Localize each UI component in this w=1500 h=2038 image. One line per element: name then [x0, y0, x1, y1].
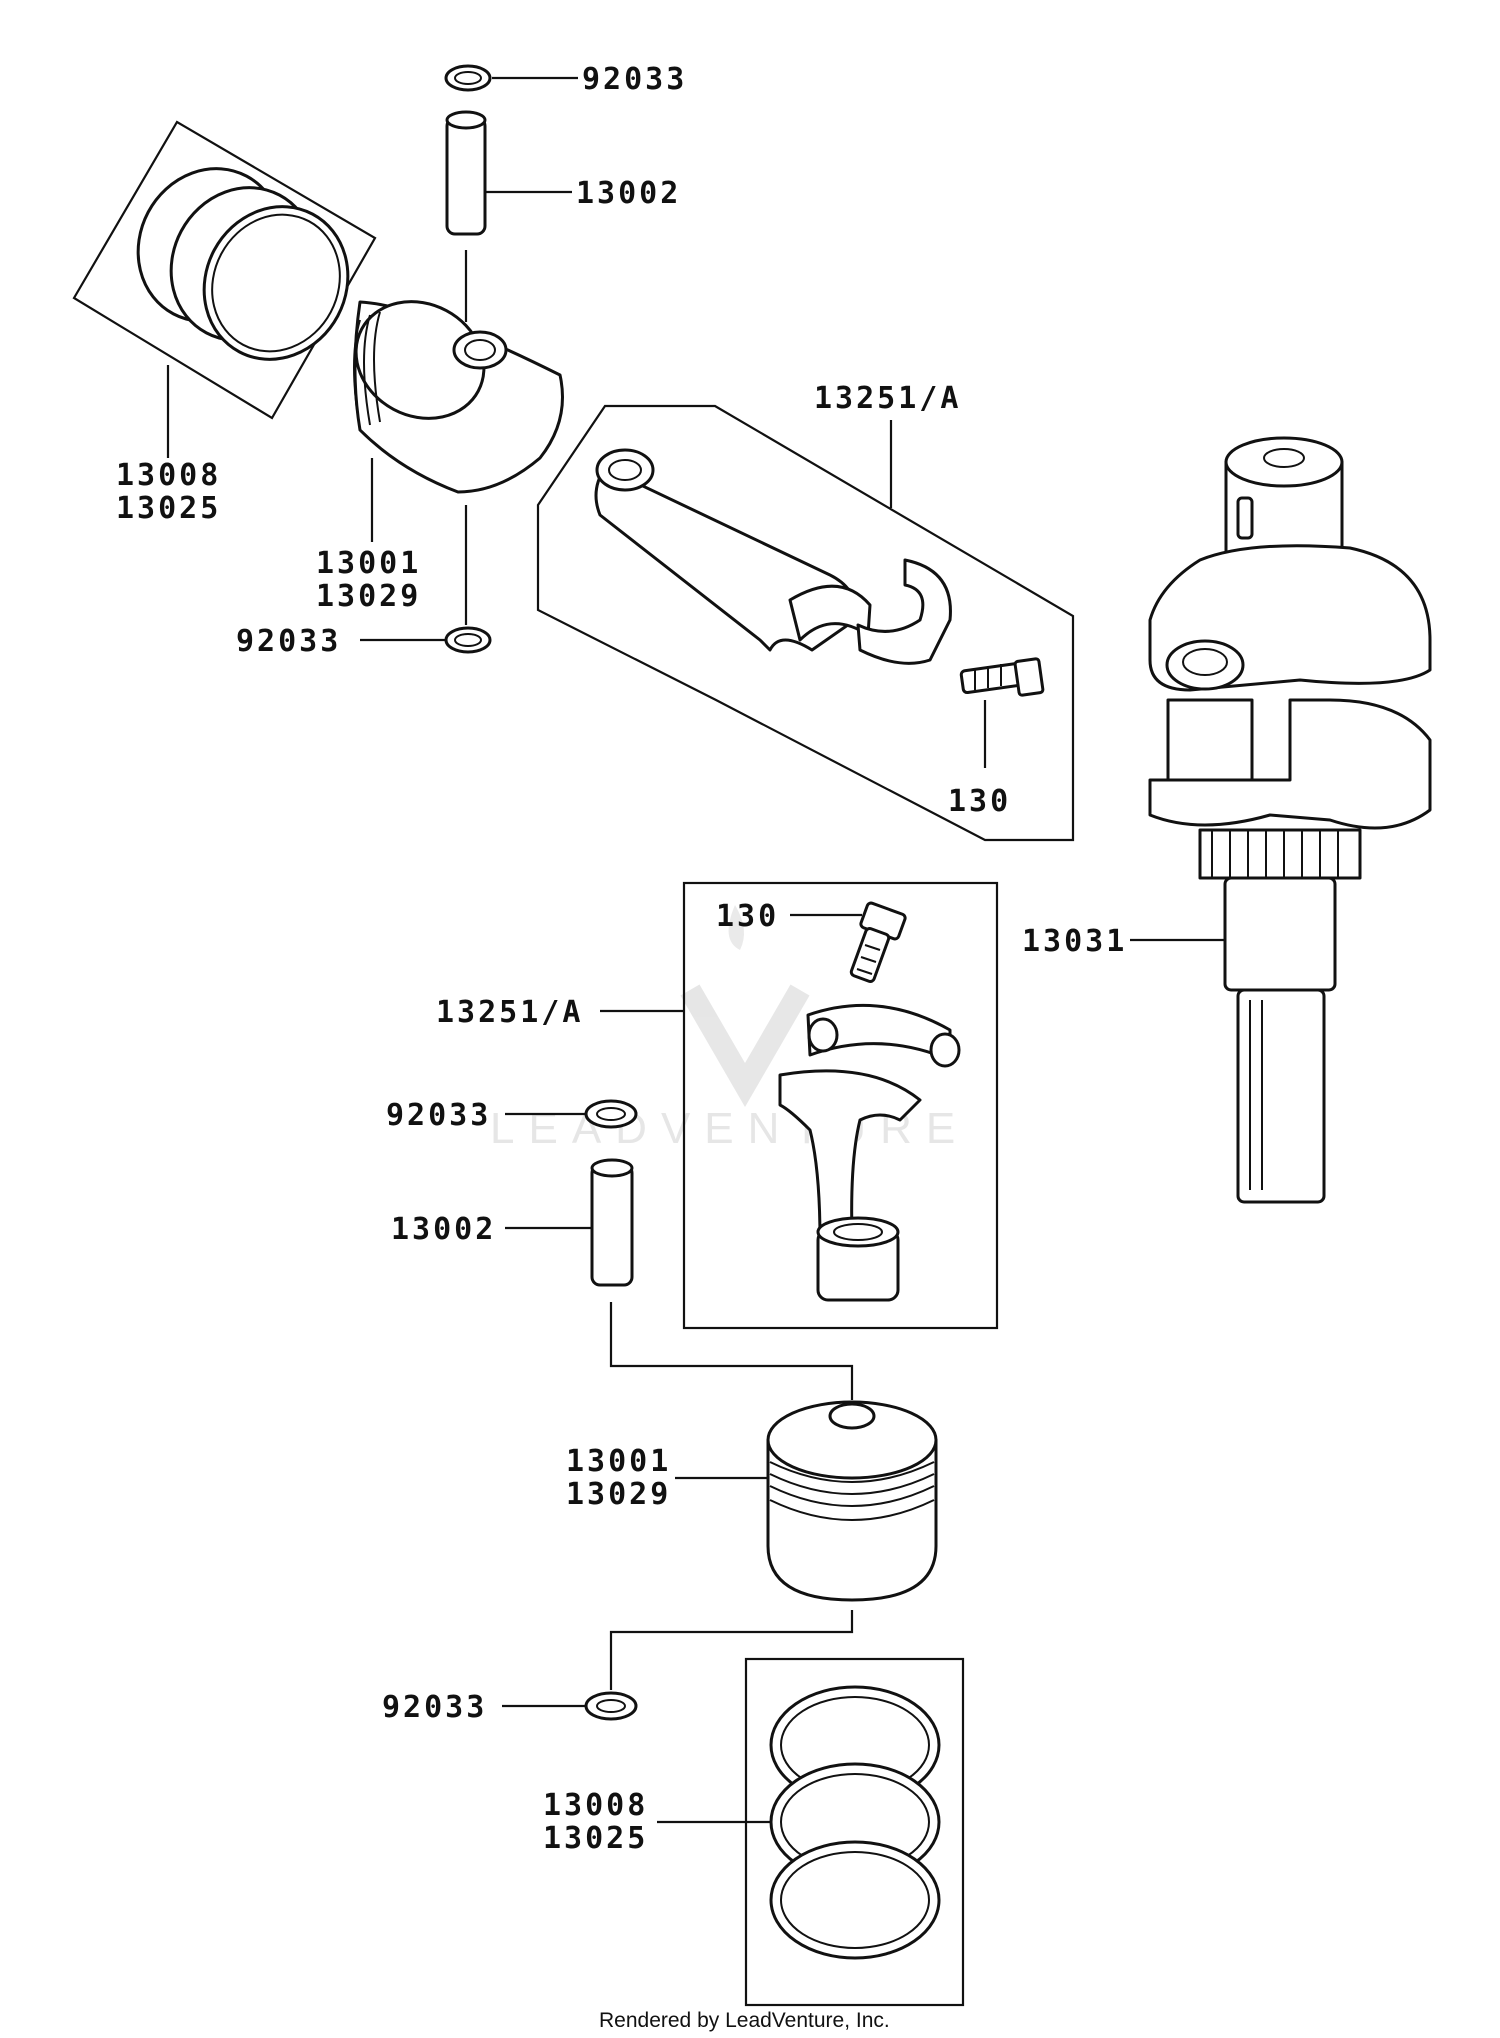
label-top-rings-b[interactable]: 13025	[116, 491, 221, 526]
crankshaft-gear	[1198, 828, 1362, 880]
top-clip2-part[interactable]	[444, 626, 492, 654]
top-rod-box	[536, 404, 1075, 842]
label-top-clip[interactable]: 92033	[582, 62, 687, 97]
label-bot-rod[interactable]: 13251/A	[436, 995, 583, 1030]
label-top-pin[interactable]: 13002	[576, 176, 681, 211]
label-top-bolt[interactable]: 130	[948, 784, 1011, 819]
label-top-piston-a[interactable]: 13001	[316, 546, 421, 581]
top-clip-part[interactable]	[444, 64, 492, 92]
top-rod-part[interactable]	[594, 448, 1045, 697]
bot-pin-part[interactable]	[590, 1158, 634, 1287]
bot-rod-box	[682, 881, 999, 1330]
label-top-rings-a[interactable]: 13008	[116, 458, 221, 493]
bot-rod-part[interactable]	[778, 1003, 961, 1302]
label-bot-piston-a[interactable]: 13001	[566, 1444, 671, 1479]
bot-piston-part[interactable]	[766, 1400, 938, 1602]
label-bot-pin[interactable]: 13002	[391, 1212, 496, 1247]
bot-clip-part[interactable]	[584, 1099, 638, 1129]
footer-credit: Rendered by LeadVenture, Inc.	[599, 2009, 890, 2032]
top-piston-part[interactable]	[335, 280, 564, 494]
bot-piston-to-clip-line	[609, 1610, 854, 1690]
top-pin-part[interactable]	[445, 110, 487, 236]
label-bot-clip2[interactable]: 92033	[382, 1690, 487, 1725]
bot-bolt-part[interactable]	[849, 901, 907, 983]
label-crankshaft[interactable]: 13031	[1022, 924, 1127, 959]
label-bot-piston-b[interactable]: 13029	[566, 1477, 671, 1512]
label-bot-clip[interactable]: 92033	[386, 1098, 491, 1133]
bot-rings-box	[744, 1657, 965, 2007]
watermark-logo	[680, 905, 810, 1107]
bot-rings-part[interactable]	[769, 1685, 941, 1960]
label-bot-bolt[interactable]: 130	[716, 899, 779, 934]
label-top-clip2[interactable]: 92033	[236, 624, 341, 659]
crankshaft-part[interactable]	[1148, 436, 1432, 1204]
label-top-rod[interactable]: 13251/A	[814, 381, 961, 416]
label-top-piston-b[interactable]: 13029	[316, 579, 421, 614]
bot-pin-to-piston-line	[609, 1302, 854, 1400]
top-rings-part[interactable]	[72, 120, 377, 420]
label-bot-rings-b[interactable]: 13025	[543, 1821, 648, 1856]
label-bot-rings-a[interactable]: 13008	[543, 1788, 648, 1823]
bot-clip2-part[interactable]	[584, 1691, 638, 1721]
